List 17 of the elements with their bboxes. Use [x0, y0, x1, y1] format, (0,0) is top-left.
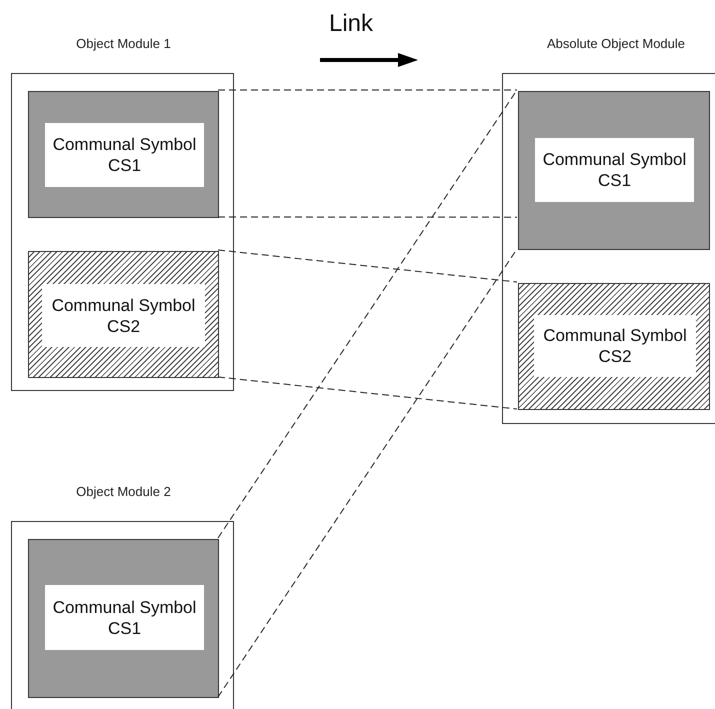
link-label: Link [329, 10, 374, 38]
dashed-line [218, 250, 518, 282]
symbol-label: Communal Symbol CS1 [45, 585, 204, 650]
dashed-line [218, 376, 518, 410]
hatched-symbol-block [28, 251, 219, 378]
symbol-block [28, 91, 219, 218]
symbol-label: Communal Symbol CS1 [535, 138, 694, 202]
hatched-symbol-block [518, 283, 710, 410]
module-heading: Object Module 2 [75, 483, 172, 501]
dashed-line [218, 216, 518, 218]
module-heading: Object Module 1 [75, 35, 172, 53]
symbol-block [518, 91, 710, 250]
symbol-label: Communal Symbol CS1 [45, 123, 204, 187]
symbol-label: Communal Symbol CS2 [42, 284, 205, 347]
symbol-block [28, 539, 219, 698]
symbol-label: Communal Symbol CS2 [534, 315, 696, 377]
module-heading: Absolute Object Module [546, 35, 686, 53]
